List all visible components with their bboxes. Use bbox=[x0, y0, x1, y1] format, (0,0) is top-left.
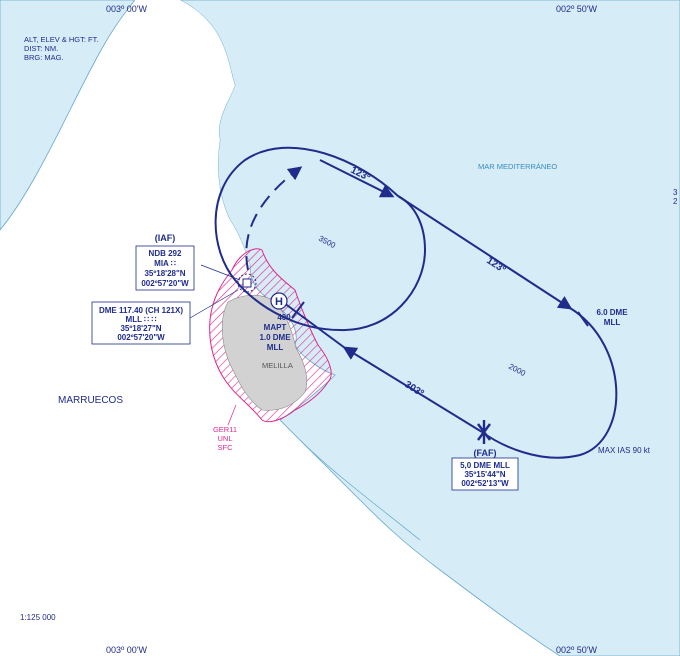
return-leg-303 bbox=[342, 346, 483, 433]
faf-line-3: 002º52'13"W bbox=[461, 479, 509, 488]
mapt-altitude: 400 bbox=[277, 313, 291, 322]
coord-top-right: 002º 50'W bbox=[556, 4, 598, 14]
mapt-holding-marker: H bbox=[270, 292, 288, 310]
restricted-line-2: UNL bbox=[217, 434, 232, 443]
faf-line-2: 35º15'44"N bbox=[464, 470, 505, 479]
outbound-leg bbox=[397, 195, 573, 310]
coord-top-left: 003º 00'W bbox=[106, 4, 148, 14]
lower-holding-loop bbox=[481, 307, 618, 459]
mapt-line-3: MLL bbox=[267, 343, 284, 352]
restricted-line-3: SFC bbox=[218, 443, 234, 452]
final-to-mapt bbox=[279, 299, 346, 349]
sea-label: MAR MEDITERRÁNEO bbox=[478, 162, 557, 171]
dashed-entry bbox=[245, 166, 303, 271]
coord-right-edge: 3 bbox=[673, 188, 678, 197]
units-note-alt: ALT, ELEV & HGT: FT. bbox=[24, 35, 98, 44]
upper-holding-loop bbox=[214, 146, 427, 332]
faf-symbol bbox=[477, 420, 491, 444]
scale-label: 1:125 000 bbox=[20, 613, 56, 622]
sea-northwest bbox=[0, 0, 136, 231]
land-peninsula bbox=[110, 0, 250, 270]
iaf-line-1: NDB 292 bbox=[149, 249, 182, 258]
iaf-line-3: 35º18'28"N bbox=[144, 269, 185, 278]
max-ias-label: MAX IAS 90 kt bbox=[598, 446, 651, 455]
dme-line-4: 002º57'20"W bbox=[117, 333, 165, 342]
city-label: MELILLA bbox=[262, 361, 293, 370]
mapt-tick bbox=[291, 301, 305, 319]
dme-line-1: DME 117.40 (CH 121X) bbox=[99, 306, 183, 315]
ndb-dme-symbol bbox=[237, 273, 257, 293]
faf-title: (FAF) bbox=[474, 448, 497, 458]
dme-fix-line-2: MLL bbox=[604, 318, 621, 327]
mapt-line-1: MAPT bbox=[264, 323, 287, 332]
coord-right-edge-2: 2 bbox=[673, 197, 678, 206]
iaf-title: (IAF) bbox=[155, 233, 176, 243]
units-note-dist: DIST: NM. bbox=[24, 44, 58, 53]
river-line bbox=[299, 439, 421, 541]
dme-fix-line-1: 6.0 DME bbox=[596, 308, 628, 317]
approach-track bbox=[214, 146, 618, 459]
units-note-brg: BRG: MAG. bbox=[24, 53, 64, 62]
iaf-box bbox=[135, 245, 195, 291]
restricted-line-1: GER11 bbox=[213, 425, 237, 434]
faf-line-1: 5,0 DME MLL bbox=[460, 461, 510, 470]
holding-symbol: H bbox=[275, 296, 283, 308]
mapt-line-2: 1.0 DME bbox=[259, 333, 291, 342]
dme-box bbox=[91, 301, 191, 345]
dme-line-2: MLL ∷ ∷ bbox=[126, 315, 157, 324]
inbound-123 bbox=[319, 159, 395, 198]
iaf-line-4: 002º57'20"W bbox=[141, 279, 189, 288]
faf-box bbox=[451, 457, 519, 491]
coord-bottom-left: 003º 00'W bbox=[106, 645, 148, 655]
iaf-line-2: MIA ∷ bbox=[154, 259, 176, 268]
dme-line-3: 35º18'27"N bbox=[120, 324, 161, 333]
leader-lines bbox=[189, 264, 241, 426]
country-label: MARRUECOS bbox=[58, 395, 123, 406]
coord-bottom-right: 002º 50'W bbox=[556, 645, 598, 655]
dme-fix-tick bbox=[577, 311, 589, 327]
